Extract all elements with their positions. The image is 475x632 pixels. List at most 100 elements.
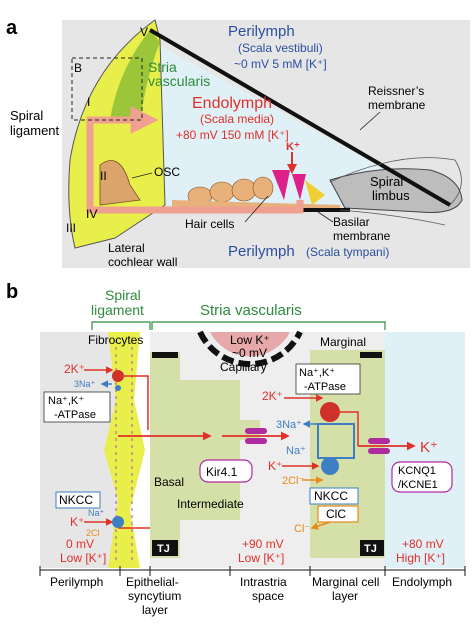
left-nkcc-cl: 2Cl xyxy=(86,528,100,538)
volt-left-v: 0 mV xyxy=(66,537,94,551)
volt-mid-k: Low [K⁺] xyxy=(238,551,284,565)
panel-a-letter: a xyxy=(6,17,18,39)
box-b xyxy=(71,57,143,121)
kir-box xyxy=(199,459,253,483)
tj1-block xyxy=(152,540,178,556)
bottom-marginal-2: layer xyxy=(332,589,358,603)
left-k-path xyxy=(118,375,149,430)
hair-cells-label: Hair cells xyxy=(185,217,234,231)
scala-media xyxy=(150,40,450,205)
tj2-label: TJ xyxy=(364,543,377,555)
volt-mid-v: +90 mV xyxy=(242,537,284,551)
tectorial-curve xyxy=(329,157,456,183)
reissner-label-2: membrane xyxy=(368,98,426,112)
nkcc-right-label: NKCC xyxy=(314,489,348,503)
nkcc-left-label: NKCC xyxy=(59,493,93,507)
tj2-block xyxy=(360,540,384,556)
marginal-top-bar xyxy=(360,352,382,358)
reissner-label-1: Reissner’s xyxy=(368,84,424,98)
na-right: Na⁺ xyxy=(286,445,306,457)
panel-b-letter: b xyxy=(6,281,18,303)
spiral-ligament-header-2: ligament xyxy=(91,302,144,318)
cl-right-2: Cl⁻ xyxy=(294,523,310,535)
right-pump-k: 2K⁺ xyxy=(262,389,283,403)
panel-b: b Spiral ligament Stria vascularis Low K… xyxy=(6,281,466,617)
volt-left-k: Low [K⁺] xyxy=(60,551,106,565)
nkcc-right-box xyxy=(309,487,359,505)
endolymph-sub2: +80 mV 150 mM [K⁺] xyxy=(176,128,289,142)
reissners-membrane xyxy=(148,28,452,207)
capillary-wall xyxy=(197,330,303,368)
kir-label: Kir4.1 xyxy=(206,465,238,479)
kir-channel xyxy=(245,428,267,434)
sl-bracket xyxy=(91,321,151,330)
kcnq-label-1: KCNQ1 xyxy=(398,465,436,477)
stria-shape xyxy=(110,30,160,125)
stria-label-1: Stria xyxy=(148,59,177,75)
spiral-ligament-header-1: Spiral xyxy=(105,287,141,303)
naka-left-box xyxy=(43,391,111,423)
kcnq-channel xyxy=(368,438,390,444)
osc-label: OSC xyxy=(154,165,180,179)
k-right: K⁺ xyxy=(268,459,282,473)
kcnq-label-2: /KCNE1 xyxy=(398,479,438,491)
tj1-label: TJ xyxy=(157,543,170,555)
bottom-epithelial-3: layer xyxy=(142,603,168,617)
perilymph-top-title: Perilymph xyxy=(228,23,295,40)
left-pump-k: 2K⁺ xyxy=(64,362,85,376)
bottom-epithelial-1: Epithelial- xyxy=(126,575,179,589)
volt-right-k: High [K⁺] xyxy=(396,551,445,565)
roman-III: III xyxy=(66,221,76,235)
capillary xyxy=(210,332,290,357)
osc-shape xyxy=(99,160,141,206)
left-pump-blue xyxy=(115,385,121,391)
lateral-wall-label-1: Lateral xyxy=(108,241,145,255)
kcnq-box xyxy=(391,461,453,493)
bottom-endolymph: Endolymph xyxy=(392,575,452,589)
basal-label: Basal xyxy=(154,475,184,489)
basal-top-bar xyxy=(152,352,178,358)
panel-a: a B xyxy=(6,17,470,269)
sv-bracket xyxy=(151,321,386,330)
cl-right-1: 2Cl⁻ xyxy=(282,475,305,487)
stria-label-2: vascularis xyxy=(148,73,210,89)
naka-right-2: -ATPase xyxy=(304,381,346,393)
intermediate-cells xyxy=(180,380,260,520)
nkcc-left-box xyxy=(55,491,101,509)
bottom-marginal-1: Marginal cell xyxy=(312,575,379,589)
endolymph-bg xyxy=(385,332,465,568)
roman-I: I xyxy=(87,95,90,109)
intermediate-label: Intermediate xyxy=(177,497,244,511)
k-plus-a: K⁺ xyxy=(286,141,300,153)
roman-V: V xyxy=(140,25,148,39)
perilymph-bottom-sub: (Scala tympani) xyxy=(306,245,389,259)
naka-right-box xyxy=(295,363,361,395)
clc-box xyxy=(317,505,359,523)
bottom-intrastria-2: space xyxy=(252,589,284,603)
basilar-label-2: membrane xyxy=(333,229,391,243)
basal-cells xyxy=(150,352,180,558)
spiral-limbus-label-2: limbus xyxy=(372,188,410,203)
lateral-wall-label-2: cochlear wall xyxy=(108,255,177,269)
marginal-label: Marginal xyxy=(320,335,366,349)
clc-label: ClC xyxy=(326,507,346,521)
naka-left-1: Na⁺,K⁺ xyxy=(48,395,84,407)
k-out: K⁺ xyxy=(420,439,438,456)
perilymph-bottom-title: Perilymph xyxy=(228,243,295,260)
naka-left-2: -ATPase xyxy=(54,409,96,421)
perilymph-top-sub2: ~0 mV 5 mM [K⁺] xyxy=(234,57,327,71)
left-nkcc-circle xyxy=(112,516,124,528)
volt-right-v: +80 mV xyxy=(402,537,444,551)
endolymph-title: Endolymph xyxy=(192,95,272,112)
spiral-limbus-label-1: Spiral xyxy=(370,174,403,189)
nkcc-right-circle xyxy=(321,457,339,475)
basilar-label-1: Basilar xyxy=(333,215,370,229)
marginal-k-path xyxy=(330,411,359,446)
right-pump-na: 3Na⁺ xyxy=(276,419,302,431)
left-pump-na: 3Na⁺ xyxy=(74,379,96,389)
fibrocytes-label: Fibrocytes xyxy=(88,333,143,347)
spiral-ligament-label-2: ligament xyxy=(10,123,60,138)
left-nkcc-k: K⁺ xyxy=(70,515,84,529)
bottom-perilymph: Perilymph xyxy=(50,575,103,589)
perilymph-top-sub1: (Scala vestibuli) xyxy=(238,41,323,55)
